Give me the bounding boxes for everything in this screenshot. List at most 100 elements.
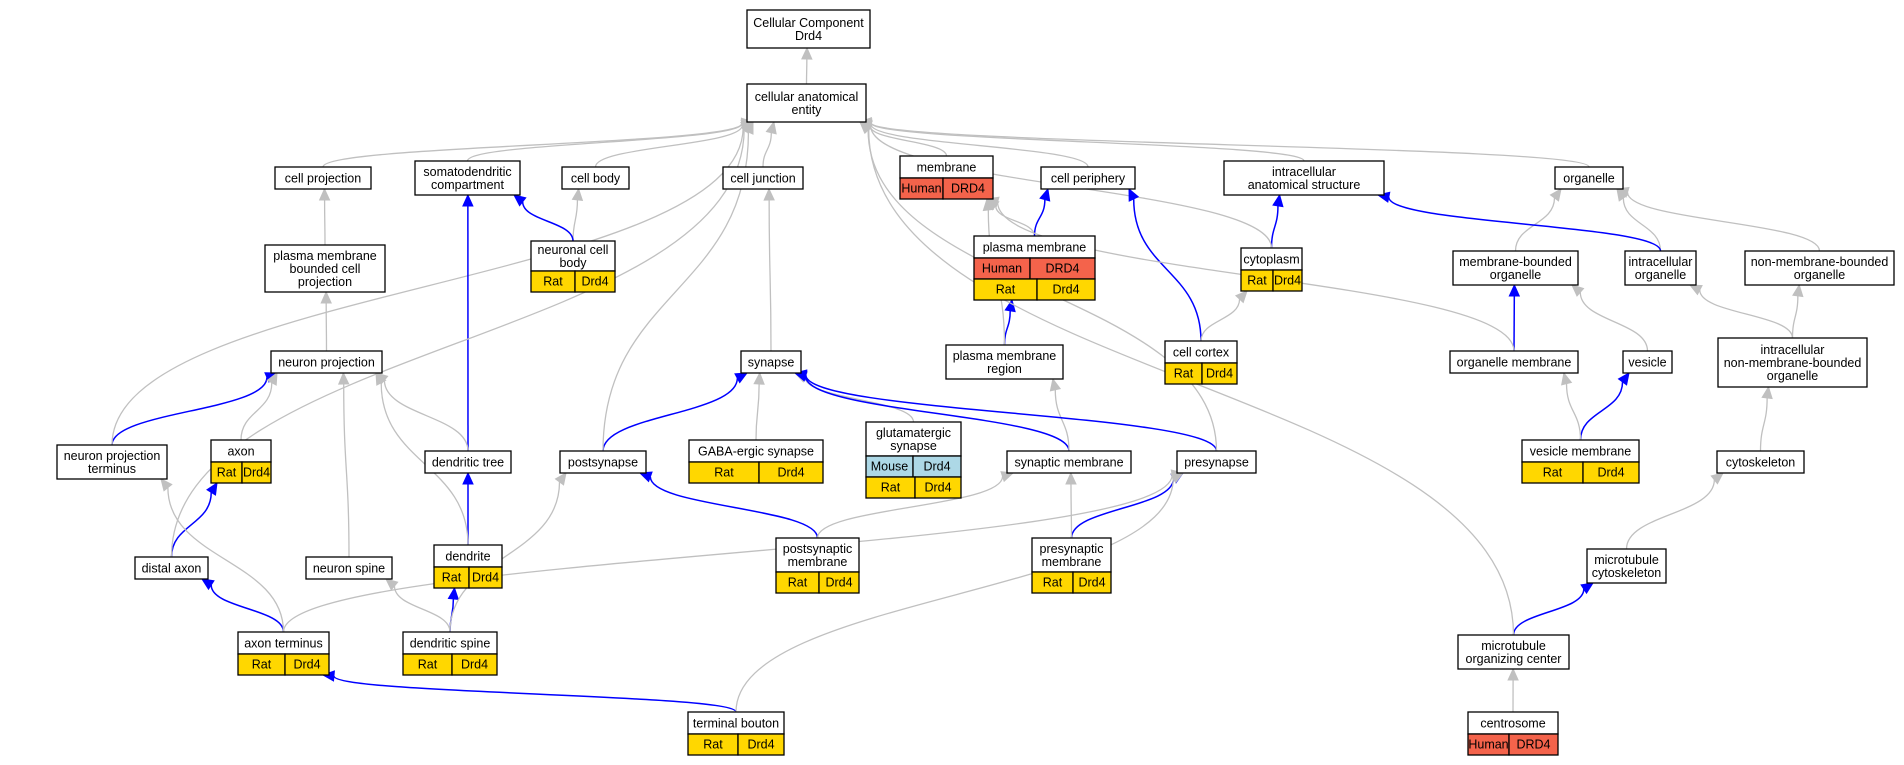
edge-mtcs-to-cytosk [1625, 472, 1724, 550]
edge-line [762, 132, 772, 168]
term-node-vesicle[interactable]: vesicle [1622, 350, 1673, 374]
edge-centrosome-to-mtoc [1507, 667, 1519, 713]
edge-aterm-to-daxon [200, 578, 285, 633]
term-label: cytoskeleton [1726, 456, 1796, 470]
term-node-nspine[interactable]: neuron spine [305, 556, 393, 580]
annotation-text: Rat [703, 738, 723, 752]
edge-arrowhead [1272, 193, 1284, 208]
edge-line [1565, 383, 1582, 441]
edge-line [282, 474, 1173, 633]
term-node-celljunc[interactable]: cell junction [722, 166, 804, 190]
edge-cortex-to-cellper [1128, 187, 1202, 342]
edge-cytosk-to-inmbo [1759, 385, 1773, 452]
term-node-cytosk[interactable]: cytoskeleton [1716, 450, 1805, 474]
edge-pmbcp-to-cellproj [318, 187, 331, 246]
edge-inmbo-to-nmbo [1791, 283, 1804, 339]
edge-arrowhead [160, 478, 173, 492]
rat-annotation-cell [818, 571, 860, 594]
edge-line [240, 382, 273, 441]
edge-line [755, 383, 760, 441]
annotation-text: Human [982, 262, 1022, 276]
term-node-neuproj[interactable]: neuron projection [270, 350, 383, 374]
edge-membrane-to-cae [858, 120, 948, 157]
annotation-text: Drd4 [924, 481, 951, 495]
annotation-text: Drd4 [243, 466, 270, 480]
term-node-dtree[interactable]: dendritic tree [424, 450, 512, 474]
term-label: terminal bouton [693, 717, 779, 731]
edge-arrowhead [765, 120, 777, 135]
edge-line [1054, 389, 1070, 452]
edge-line [602, 378, 739, 452]
term-node-cellproj[interactable]: cell projection [274, 166, 372, 190]
edge-arrowhead [1580, 582, 1595, 595]
term-node-orgmem[interactable]: organelle membrane [1449, 350, 1579, 374]
term-node-synapse[interactable]: synapse [740, 350, 802, 374]
edge-daxon-to-axon [170, 481, 218, 558]
edge-line [210, 584, 285, 633]
term-node-organelle[interactable]: organelle [1554, 166, 1624, 190]
edge-line [1388, 196, 1662, 252]
term-node-cellbody[interactable]: cell body [561, 166, 630, 190]
term-label: organelle [1767, 369, 1818, 383]
edge-arrowhead [266, 371, 278, 386]
term-label: vesicle [1628, 356, 1666, 370]
term-label: membrane [917, 161, 977, 175]
rat-annotation-cell [574, 270, 616, 293]
term-box [264, 244, 386, 293]
edge-line [111, 126, 744, 446]
term-box [1457, 634, 1570, 670]
term-node-synmem[interactable]: synaptic membrane [1006, 450, 1132, 474]
annotation-text: Drd4 [581, 275, 608, 289]
rat-annotation-cell [1272, 269, 1303, 292]
edge-arrowhead [740, 121, 754, 134]
term-box [1744, 250, 1895, 286]
term-box [414, 160, 521, 196]
term-node-presyn[interactable]: presynapse [1176, 450, 1257, 474]
term-node-inmbo[interactable]: intracellularnon-membrane-boundedorganel… [1717, 337, 1868, 388]
term-box [1717, 337, 1868, 388]
term-node-cellper[interactable]: cell periphery [1040, 166, 1136, 190]
edge-line [1003, 310, 1011, 346]
term-node-daxon[interactable]: distal axon [134, 556, 209, 580]
term-label: body [559, 256, 587, 270]
edge-pm-to-cellper [1033, 187, 1051, 237]
term-box [1449, 350, 1579, 374]
term-box [274, 166, 372, 190]
edge-mtoc-to-mtcs [1512, 582, 1595, 636]
term-label: compartment [431, 178, 504, 192]
edge-intorg-to-ias [1376, 191, 1662, 252]
annotation-text: Rat [788, 576, 808, 590]
edge-line [1579, 381, 1624, 441]
term-label: Drd4 [795, 29, 822, 43]
term-node-postsyn[interactable]: postsynapse [559, 450, 647, 474]
